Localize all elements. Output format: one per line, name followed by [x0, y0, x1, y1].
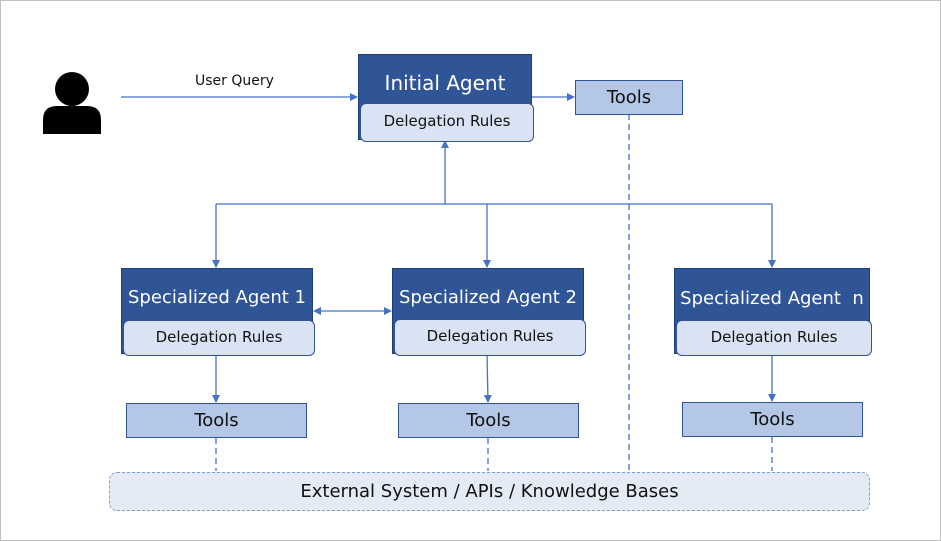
agent-n-tools-box: Tools — [682, 402, 863, 437]
specialized-agent-2-delegation-rules: Delegation Rules — [394, 319, 586, 356]
user-icon — [43, 72, 101, 134]
specialized-agent-n-box: Specialized Agent n Delegation Rules — [674, 268, 872, 356]
specialized-agent-2-title: Specialized Agent 2 — [399, 287, 577, 308]
user-query-label: User Query — [195, 73, 274, 89]
external-systems-box: External System / APIs / Knowledge Bases — [109, 472, 870, 511]
agent-2-tools-box: Tools — [398, 403, 579, 438]
specialized-agent-1-delegation-rules: Delegation Rules — [123, 320, 315, 356]
specialized-agent-n-title: Specialized Agent n — [680, 288, 864, 309]
specialized-agent-1-box: Specialized Agent 1 Delegation Rules — [121, 268, 315, 356]
specialized-agent-n-delegation-rules: Delegation Rules — [676, 320, 872, 356]
initial-agent-delegation-rules: Delegation Rules — [360, 103, 534, 142]
initial-tools-box: Tools — [575, 80, 683, 115]
agent-1-tools-box: Tools — [126, 403, 307, 438]
agent2-tools-arrow — [483, 352, 492, 403]
specialized-agent-1-title: Specialized Agent 1 — [128, 287, 306, 308]
specialized-agent-2-box: Specialized Agent 2 Delegation Rules — [392, 268, 586, 356]
initial-agent-box: Initial Agent Delegation Rules — [358, 54, 534, 142]
initial-agent-title: Initial Agent — [384, 71, 506, 95]
